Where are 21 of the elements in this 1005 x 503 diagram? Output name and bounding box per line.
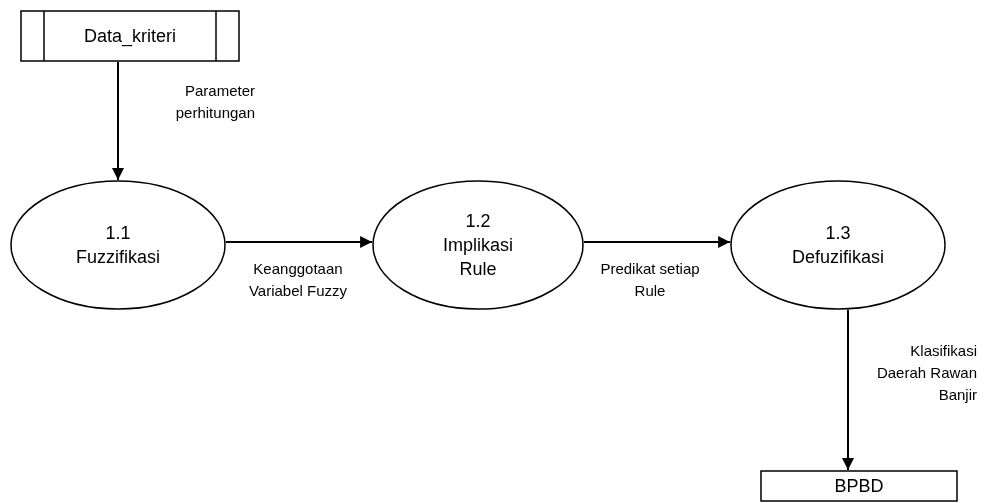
edge-label: Keanggotaan Variabel Fuzzy bbox=[247, 259, 349, 301]
process-number: 1.2 bbox=[465, 209, 491, 233]
edge-label: Klasifikasi Daerah Rawan Banjir bbox=[875, 341, 977, 405]
store-name: Data_kriteri bbox=[84, 24, 176, 49]
arrow bbox=[842, 308, 854, 471]
arrow bbox=[224, 236, 374, 248]
data-store bbox=[20, 10, 240, 62]
edge-label: Parameter perhitungan bbox=[174, 81, 255, 123]
process-number: 1.3 bbox=[825, 221, 851, 245]
process-ellipse bbox=[372, 180, 584, 310]
entity-name: BPBD bbox=[834, 474, 884, 498]
process-name: Fuzzifikasi bbox=[76, 246, 160, 269]
process-number: 1.1 bbox=[105, 221, 131, 245]
process-ellipse bbox=[10, 180, 226, 310]
edge-label: Predikat setiap Rule bbox=[600, 259, 700, 301]
arrow bbox=[112, 61, 124, 181]
process-name: Defuzifikasi bbox=[792, 246, 884, 269]
process-ellipse bbox=[730, 180, 946, 310]
arrow bbox=[582, 236, 732, 248]
entity-box bbox=[760, 470, 958, 502]
process-name: Implikasi Rule bbox=[442, 233, 514, 282]
